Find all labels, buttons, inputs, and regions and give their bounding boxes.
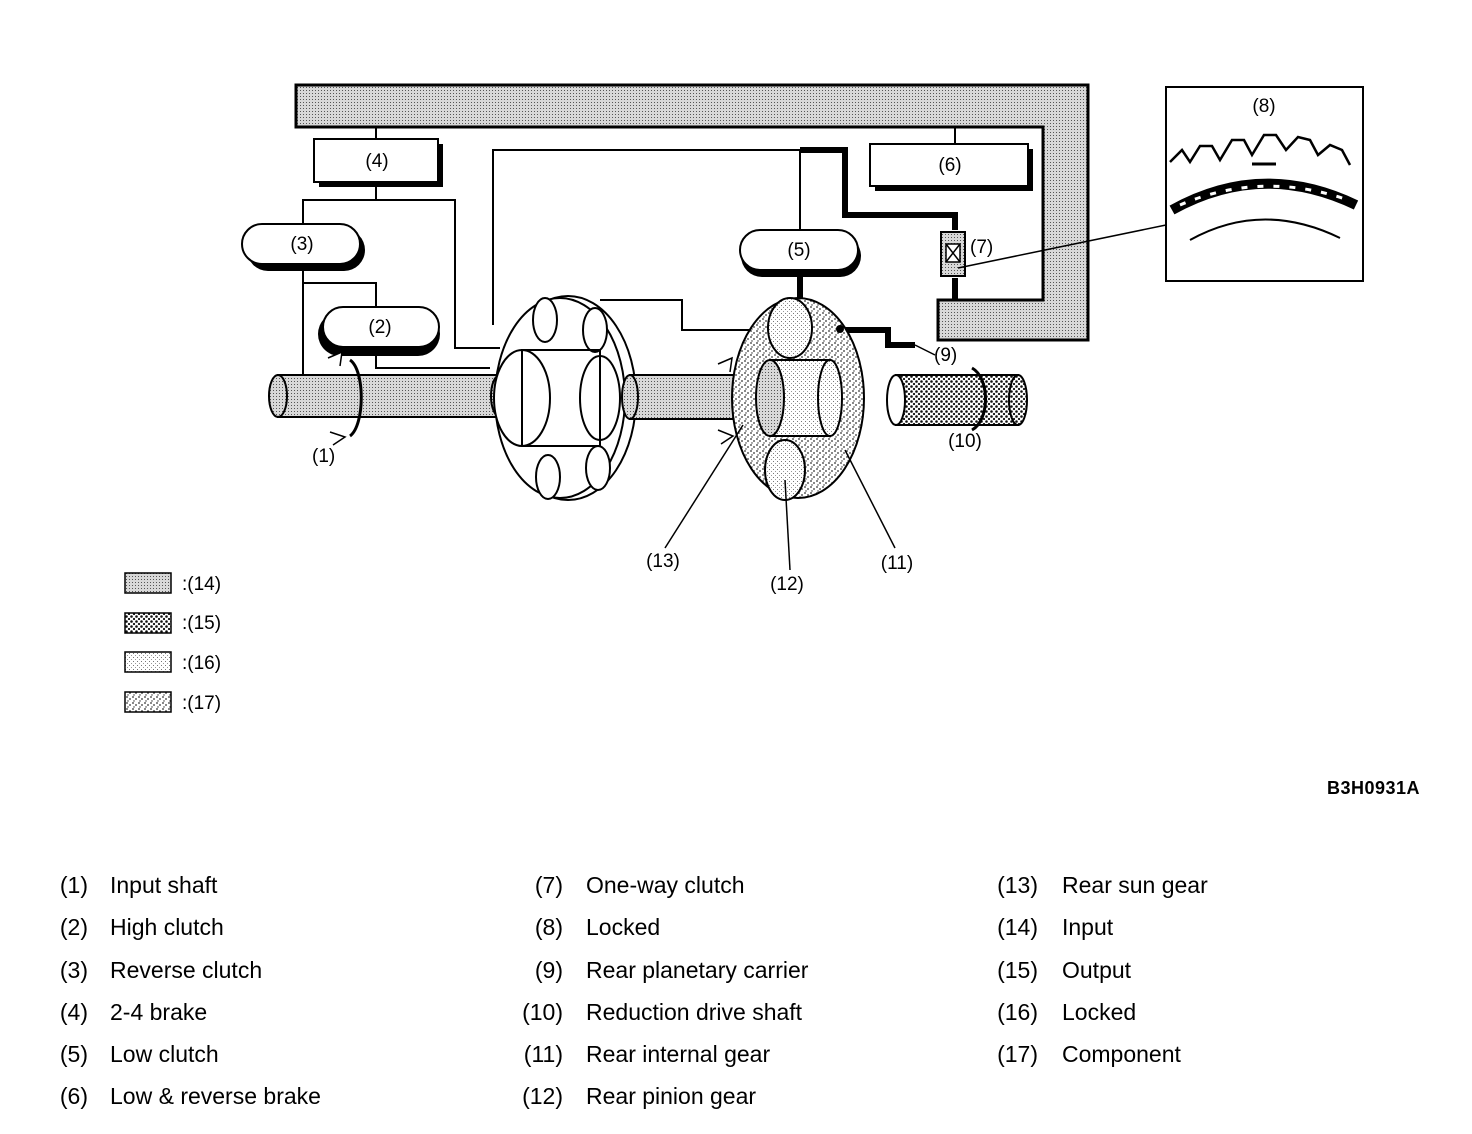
legend-label: Locked (586, 914, 661, 941)
legend-number: (9) (534, 956, 563, 983)
low-clutch: (5) (739, 229, 861, 277)
legend-number: (15) (997, 956, 1038, 983)
leader-lines (664, 224, 1167, 571)
legend-label: Rear sun gear (1062, 872, 1208, 898)
legend-label: Rear planetary carrier (586, 956, 809, 983)
legend-number: (4) (59, 998, 88, 1025)
legend-label: Reduction drive shaft (586, 998, 803, 1025)
rear-planetary-gear (731, 297, 865, 501)
front-planetary-gear (493, 295, 637, 501)
legend-item: (6) Low & reverse brake (0, 1083, 520, 1125)
legend-item: (8) Locked (510, 914, 990, 956)
transmission-case (294, 83, 1090, 342)
legend-item: (12) Rear pinion gear (510, 1083, 990, 1125)
legend-label: One-way clutch (586, 872, 745, 898)
legend-label: Low clutch (110, 1041, 219, 1068)
legend-column-1: (1) Input shaft (2) High clutch (3) Reve… (0, 872, 520, 1126)
legend-item: (4) 2-4 brake (0, 999, 520, 1041)
pattern-legend: :(14) :(15) :(16) :(17) (124, 572, 221, 714)
legend-number: (11) (523, 1041, 563, 1068)
figure-code: B3H0931A (1327, 778, 1421, 798)
low-reverse-brake-box: (6) (869, 143, 1033, 191)
legend-item: (14) Input (985, 914, 1465, 956)
svg-text::(14): :(14) (182, 574, 221, 595)
legend-column-3: (13) Rear sun gear (14) Input (15) Outpu… (985, 872, 1465, 1083)
input-shaft (268, 350, 510, 446)
legend-item: (2) High clutch (0, 914, 520, 956)
callout-labels: (1) (9) (13) (12) (11) (312, 345, 957, 595)
one-way-clutch-symbol: (7) (940, 231, 993, 277)
legend-number: (16) (997, 998, 1038, 1025)
svg-text:(13): (13) (646, 551, 680, 572)
legend-number: (17) (997, 1041, 1038, 1068)
svg-text:(12): (12) (770, 574, 804, 595)
legend-number: (13) (997, 872, 1038, 898)
legend-number: (2) (59, 914, 88, 941)
swatch-output: :(15) (124, 612, 221, 634)
legend-item: (13) Rear sun gear (985, 872, 1465, 914)
legend-item: (9) Rear planetary carrier (510, 957, 990, 999)
svg-text:(11): (11) (881, 553, 913, 574)
svg-text:(2): (2) (368, 317, 391, 338)
legend-label: Output (1062, 956, 1132, 983)
svg-text:(3): (3) (290, 234, 313, 255)
legend-number: (10) (522, 998, 563, 1025)
legend-label: Rear internal gear (586, 1041, 771, 1068)
legend-label: Component (1062, 1041, 1181, 1068)
legend-label: Low & reverse brake (110, 1083, 321, 1110)
legend-number: (6) (59, 1083, 88, 1110)
legend-item: (5) Low clutch (0, 1041, 520, 1083)
legend-number: (14) (997, 914, 1038, 941)
reverse-clutch: (3) (241, 223, 365, 271)
svg-text::(15): :(15) (182, 613, 221, 634)
legend-number: (1) (59, 872, 88, 898)
svg-text:(7): (7) (970, 237, 993, 258)
high-clutch: (2) (318, 306, 440, 356)
legend-label: Input (1062, 914, 1114, 941)
svg-text:(8): (8) (1252, 96, 1275, 117)
swatch-component: :(17) (124, 691, 221, 714)
legend-item: (16) Locked (985, 999, 1465, 1041)
legend-column-2: (7) One-way clutch (8) Locked (9) Rear p… (510, 872, 990, 1126)
legend-number: (7) (534, 872, 563, 898)
svg-text:(10): (10) (948, 431, 982, 452)
legend-label: High clutch (110, 914, 224, 941)
svg-text::(16): :(16) (182, 653, 221, 674)
legend-label: Input shaft (110, 872, 218, 898)
locked-detail-inset: (8) (1165, 86, 1364, 282)
svg-text:(9): (9) (934, 345, 957, 366)
svg-text:(4): (4) (365, 151, 388, 172)
legend-label: Reverse clutch (110, 956, 263, 983)
swatch-locked: :(16) (124, 651, 221, 674)
legend-item: (3) Reverse clutch (0, 957, 520, 999)
swatch-input: :(14) (124, 572, 221, 595)
legend-item: (15) Output (985, 957, 1465, 999)
linkage-lines (302, 127, 956, 380)
svg-text::(17): :(17) (182, 693, 221, 714)
legend-item: (7) One-way clutch (510, 872, 990, 914)
svg-text:(1): (1) (312, 446, 335, 467)
svg-text:(6): (6) (938, 155, 961, 176)
legend-label: 2-4 brake (110, 998, 208, 1025)
legend-number: (5) (59, 1041, 88, 1068)
reduction-drive-shaft: (10) (886, 366, 1028, 452)
legend-item: (10) Reduction drive shaft (510, 999, 990, 1041)
legend-number: (12) (522, 1083, 563, 1110)
legend-label: Rear pinion gear (586, 1083, 757, 1110)
brake-2-4-box: (4) (313, 138, 443, 187)
legend-label: Locked (1062, 998, 1137, 1025)
legend-number: (8) (534, 914, 563, 941)
legend-item: (1) Input shaft (0, 872, 520, 914)
legend-item: (11) Rear internal gear (510, 1041, 990, 1083)
legend-item: (17) Component (985, 1041, 1465, 1083)
legend-number: (3) (59, 956, 88, 983)
svg-text:(5): (5) (787, 240, 810, 261)
